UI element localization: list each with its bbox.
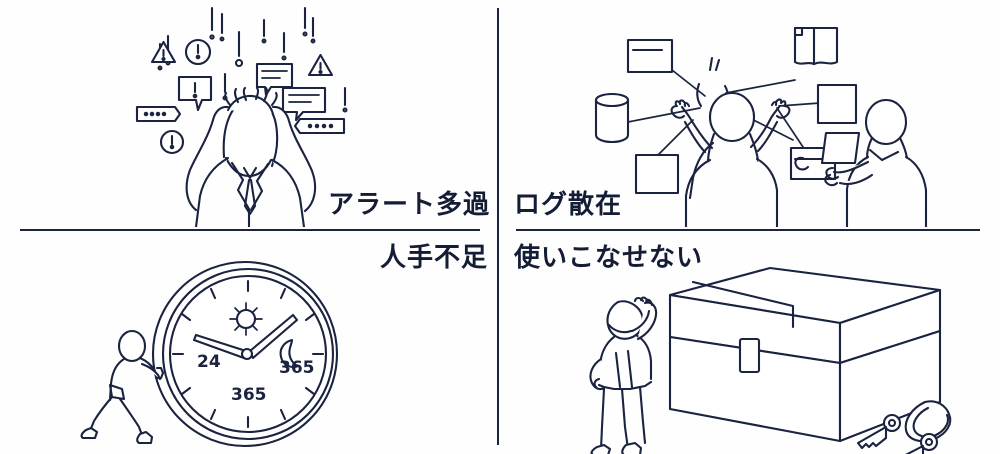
puzzled-person-figure [589,296,658,454]
panel-alert-overload: アラート多過 [0,0,500,227]
panel-label-scattered-logs: ログ散在 [514,190,623,220]
staff-shortage-illustration: 24 365 365 [80,260,339,448]
divider-horizontal-right [516,229,980,231]
clock-label-right: 365 [279,358,315,378]
speech-bubble-dots-icon [135,105,346,135]
panel-label-staff-shortage: 人手不足 [379,243,488,273]
key-icon [856,413,939,454]
speech-bubble-alert-icon [177,75,213,112]
circled-exclamation-icon [159,38,212,155]
stressed-person-figure [185,86,317,227]
moon-icon [279,338,300,369]
warning-triangle-icon [150,40,334,77]
person-with-tablet-figure [794,98,928,227]
panel-label-cannot-master: 使いこなせない [514,243,704,273]
clock-label-left: 24 [197,352,221,372]
clasp-latch-icon [738,337,761,374]
giant-clock-icon: 24 365 365 [151,260,339,448]
clock-hands [192,313,299,361]
cannot-master-illustration [589,266,952,454]
divider-vertical [497,8,499,445]
square-node-icon [634,83,858,195]
sun-icon [229,302,263,336]
browser-window-icon [626,38,674,74]
clock-ticks [171,279,325,429]
panel-staff-shortage: 24 365 365 人手不足 [0,227,500,454]
scattered-logs-illustration [594,26,928,227]
document-page-icon [793,26,839,66]
divider-horizontal-left [20,229,480,231]
person-arms-raised-figure [670,91,791,227]
database-cylinder-icon [594,92,630,144]
panel-cannot-master: 使いこなせない [500,227,1000,454]
alert-overload-illustration [135,6,348,227]
panel-label-alert-overload: アラート多過 [327,190,490,220]
pushing-person-figure [80,329,165,445]
closed-chest-box-icon [668,266,942,443]
panel-scattered-logs: ログ散在 [500,0,1000,227]
clock-label-bottom: 365 [231,385,267,405]
